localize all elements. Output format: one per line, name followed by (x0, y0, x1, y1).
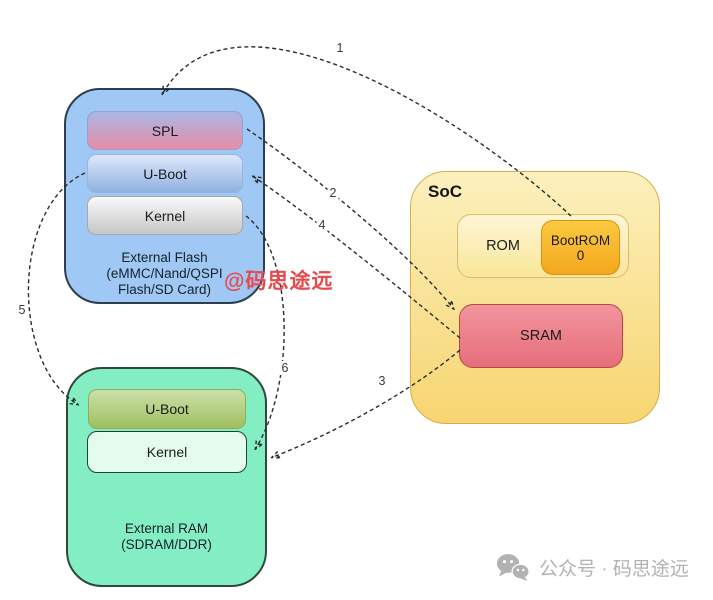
wechat-icon (496, 553, 530, 582)
rom-label: ROM (486, 238, 520, 254)
watermark-text: @码思途远 (224, 270, 334, 293)
external-flash-caption-line2: (eMMC/Nand/QSPI (106, 266, 223, 281)
external-ram-caption-line1: External RAM (124, 521, 209, 536)
bootrom0-label-line1: BootROM (550, 232, 611, 248)
spl-block: SPL (87, 111, 243, 150)
arrow-label-4: 4 (316, 218, 328, 232)
kernel-flash-block: Kernel (87, 196, 243, 235)
bootrom0-block: BootROM 0 (541, 220, 620, 275)
arrow-label-1: 1 (334, 41, 346, 55)
kernel-ram-block: Kernel (87, 431, 247, 473)
footer: 公众号 · 码思途远 (496, 553, 689, 582)
arrow-label-3: 3 (376, 374, 388, 388)
uboot-ram-label: U-Boot (145, 401, 189, 417)
external-ram-box: U-Boot Kernel External RAM (SDRAM/DDR) (66, 367, 267, 587)
external-flash-caption: External Flash (eMMC/Nand/QSPI Flash/SD … (66, 250, 263, 298)
spl-label: SPL (151, 122, 179, 139)
soc-title: SoC (428, 182, 462, 201)
external-ram-caption-line2: (SDRAM/DDR) (121, 537, 212, 552)
external-flash-caption-line3: Flash/SD Card) (117, 282, 212, 297)
arrow-label-5: 5 (16, 303, 28, 317)
external-ram-caption: External RAM (SDRAM/DDR) (68, 521, 265, 553)
uboot-flash-block: U-Boot (87, 154, 243, 193)
kernel-flash-label: Kernel (144, 207, 186, 224)
sram-block: SRAM (459, 304, 623, 368)
rom-box: ROM BootROM 0 (457, 214, 629, 278)
sram-label: SRAM (520, 328, 562, 344)
arrow-label-6: 6 (279, 361, 291, 375)
kernel-ram-label: Kernel (146, 444, 188, 460)
soc-box: SoC ROM BootROM 0 SRAM (410, 171, 660, 424)
uboot-ram-block: U-Boot (88, 389, 246, 429)
bootrom0-label-line2: 0 (576, 247, 585, 263)
uboot-flash-label: U-Boot (143, 165, 187, 182)
external-flash-caption-line1: External Flash (121, 250, 208, 265)
footer-text: 公众号 · 码思途远 (539, 559, 689, 580)
arrow-label-2: 2 (327, 186, 339, 200)
